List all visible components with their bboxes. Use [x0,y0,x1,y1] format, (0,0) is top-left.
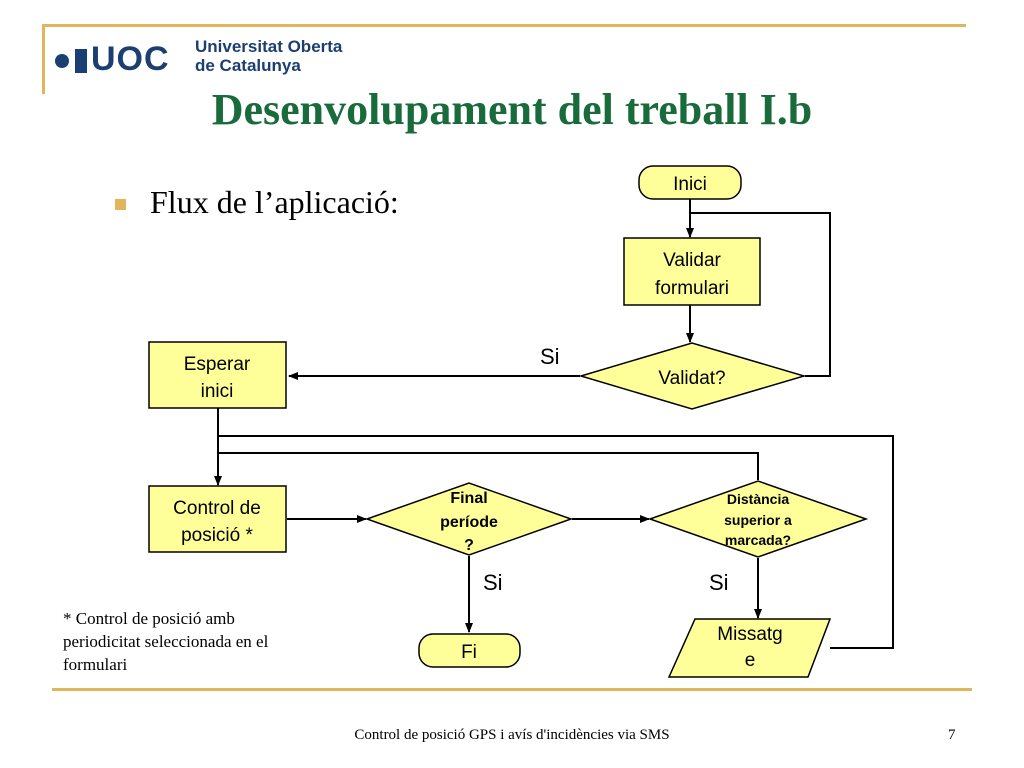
inici-label: Inici [673,174,707,195]
logo-line-1: Universitat Oberta [195,37,343,56]
control-label-1: Control de [173,498,261,519]
final-label-2: període [440,514,498,531]
validat-decision [578,342,807,410]
logo-dot-icon [55,54,69,69]
logo-mark-text: UOC [91,40,170,78]
final-label-1: Final [450,490,487,507]
control-label-2: posició * [181,525,253,546]
control-process [148,485,287,553]
validar-process [623,237,761,306]
si-final-label: Si [483,570,503,595]
logo-bar-icon [75,49,87,74]
footer-text: Control de posició GPS i avís d'incidènc… [354,727,670,743]
si-distancia-label: Si [709,570,729,595]
distancia-label-2: superior a [724,512,792,528]
logo-text: Universitat Oberta de Catalunya [195,37,342,75]
esperar-label-2: inici [201,381,234,402]
frame-bottom-line [52,688,972,691]
connector-distancia-loop [218,452,759,480]
esperar-label-1: Esperar [184,354,251,375]
fi-label: Fi [461,642,477,663]
logo-line-2: de Catalunya [195,56,301,75]
esperar-process [148,341,287,409]
uoc-logo: UOC Universitat Oberta de Catalunya [55,34,355,79]
missatge-io [667,618,832,678]
logo-mark: UOC [55,40,170,79]
inici-terminal [638,165,742,200]
connector-validat-loop [690,212,831,377]
validar-label-1: Validar [663,250,721,271]
frame-left-line [42,24,45,94]
distancia-label-3: marcada? [725,532,791,548]
page-title: Desenvolupament del treball I.b [211,85,813,134]
bullet-text: Flux de l’aplicació: [150,184,399,220]
bullet-marker [115,199,126,210]
page-number: 7 [948,727,956,743]
fi-terminal [418,633,521,668]
missatge-label-2: e [745,650,756,671]
frame-top-line [42,24,966,27]
final-decision [364,482,574,556]
distancia-label-1: Distància [727,491,789,507]
connector-missatge-loop [218,435,894,649]
footnote: * Control de posició amb periodicitat se… [63,609,269,674]
si-validat-label: Si [540,344,560,369]
validat-label: Validat? [658,368,725,389]
distancia-decision [647,480,869,558]
final-label-3: ? [464,537,474,554]
validar-label-2: formulari [655,278,729,299]
missatge-label-1: Missatg [717,624,782,645]
